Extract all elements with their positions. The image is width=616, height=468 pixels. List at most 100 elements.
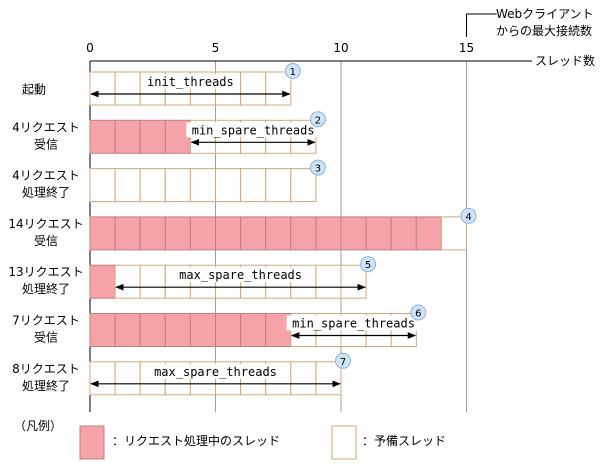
axis-label: スレッド数 — [535, 53, 595, 68]
row-label-3-line2: 処理終了 — [22, 185, 70, 200]
busy-thread-cell — [164, 119, 191, 154]
legend-busy-swatch — [79, 425, 105, 460]
busy-thread-cell — [89, 216, 116, 251]
busy-thread-cell — [114, 313, 141, 347]
param-label-bg — [142, 74, 239, 89]
legend-title: （凡例） — [14, 419, 62, 433]
legend-busy-label: ：リクエスト処理中のスレッド — [112, 433, 280, 448]
spare-thread-cell — [89, 71, 116, 106]
param-label-6: min_spare_threads — [292, 317, 415, 331]
spare-thread-cell — [215, 168, 242, 203]
row-label-2-line1: 4リクエスト — [12, 120, 80, 134]
spare-thread-cell — [189, 168, 216, 203]
step-marker-5 — [360, 256, 377, 273]
param-label-5: max_spare_threads — [179, 268, 302, 282]
spare-thread-cell — [265, 168, 292, 203]
spare-thread-cell — [139, 264, 166, 299]
row-label-5-line1: 13リクエスト — [8, 265, 83, 279]
busy-thread-cell — [139, 313, 166, 347]
row-label-4-line2: 受信 — [34, 234, 58, 248]
step-marker-4 — [460, 207, 477, 224]
busy-thread-cell — [139, 119, 166, 154]
busy-thread-cell — [114, 119, 141, 154]
step-marker-7 — [335, 352, 351, 369]
spare-thread-cell — [139, 168, 166, 203]
spare-thread-cell — [340, 264, 367, 299]
spare-thread-cell — [89, 168, 116, 203]
param-label-bg — [148, 363, 283, 379]
busy-thread-cell — [89, 119, 116, 154]
busy-thread-cell — [315, 216, 342, 251]
spare-thread-cell — [290, 361, 317, 396]
busy-thread-cell — [415, 216, 442, 251]
busy-thread-cell — [265, 216, 292, 251]
step-marker-number: 3 — [315, 164, 321, 175]
spare-thread-cell — [114, 264, 141, 299]
busy-thread-cell — [189, 216, 216, 251]
busy-thread-cell — [240, 216, 267, 251]
row-label-6-line1: 7リクエスト — [12, 314, 80, 328]
param-label-bg — [286, 315, 421, 331]
row-label-2-line2: 受信 — [34, 137, 58, 151]
step-marker-number: 6 — [415, 309, 421, 320]
row-label-3-line1: 4リクエスト — [12, 169, 80, 183]
busy-thread-cell — [340, 216, 367, 251]
spare-thread-cell — [164, 168, 191, 203]
busy-thread-cell — [164, 216, 191, 251]
row-label-5-line2: 処理終了 — [22, 281, 70, 296]
row-label-1: 起動 — [22, 83, 46, 97]
max-connections-label-line1: Webクライアント — [496, 7, 594, 21]
row-label-6-line2: 受信 — [34, 331, 58, 345]
spare-thread-cell — [89, 361, 116, 396]
spare-thread-cell — [265, 71, 292, 106]
busy-thread-cell — [215, 313, 242, 347]
spare-thread-cell — [240, 168, 267, 203]
spare-thread-cell — [440, 216, 467, 251]
step-marker-number: 7 — [340, 357, 346, 368]
busy-thread-cell — [365, 216, 392, 251]
spare-thread-cell — [290, 168, 317, 203]
step-marker-number: 2 — [315, 115, 321, 126]
busy-thread-cell — [139, 216, 166, 251]
busy-thread-cell — [390, 216, 417, 251]
param-label-1: init_threads — [147, 75, 234, 89]
busy-thread-cell — [265, 313, 292, 347]
legend-spare-label: ：予備スレッド — [362, 433, 446, 448]
spare-thread-cell — [114, 168, 141, 203]
tick-label-15: 15 — [459, 41, 474, 55]
busy-thread-cell — [290, 216, 317, 251]
spare-thread-cell — [315, 264, 342, 299]
step-marker-1 — [284, 63, 301, 79]
step-marker-number: 4 — [465, 212, 471, 223]
tick-label-5: 5 — [212, 41, 220, 55]
busy-thread-cell — [89, 313, 116, 347]
spare-thread-cell — [114, 361, 141, 396]
step-marker-6 — [410, 304, 427, 321]
tick-label-10: 10 — [333, 41, 348, 55]
row-label-4-line1: 14リクエスト — [8, 217, 83, 231]
max-connections-label-line2: からの最大接続数 — [496, 23, 592, 38]
param-label-bg — [186, 122, 321, 138]
busy-thread-cell — [215, 216, 242, 251]
busy-thread-cell — [164, 313, 191, 347]
param-label-bg — [173, 267, 308, 283]
row-label-7-line1: 8リクエスト — [12, 362, 80, 376]
busy-thread-cell — [240, 313, 267, 347]
spare-thread-cell — [114, 71, 141, 106]
step-marker-number: 5 — [365, 260, 371, 271]
row-label-7-line2: 処理終了 — [22, 378, 70, 393]
step-marker-2 — [309, 111, 326, 128]
tick-label-0: 0 — [86, 41, 94, 55]
step-marker-3 — [309, 159, 326, 176]
param-label-7: max_spare_threads — [154, 365, 277, 379]
max-connections-leader — [466, 13, 497, 37]
spare-thread-cell — [240, 71, 267, 106]
busy-thread-cell — [189, 313, 216, 347]
spare-thread-cell — [315, 361, 342, 396]
step-marker-number: 1 — [290, 67, 296, 78]
legend-spare-swatch — [331, 425, 357, 460]
busy-thread-cell — [114, 216, 141, 251]
busy-thread-cell — [89, 264, 116, 299]
param-label-2: min_spare_threads — [192, 123, 315, 137]
